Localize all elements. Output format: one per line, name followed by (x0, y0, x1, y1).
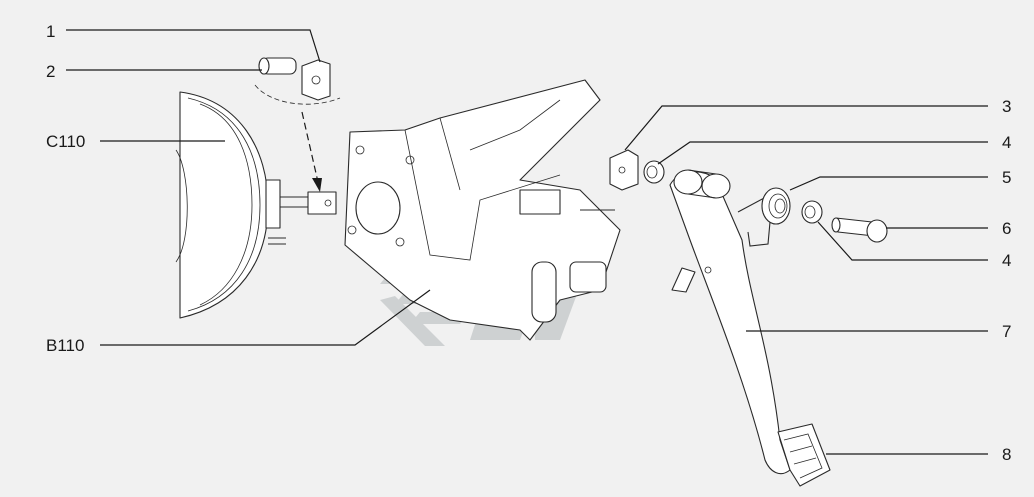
leader-5 (789, 176, 988, 191)
pedal-clip (609, 149, 639, 191)
label-1: 1 (46, 22, 55, 41)
retaining-clip (301, 59, 331, 101)
label-b110: B110 (46, 336, 84, 355)
label-4-lower: 4 (1002, 251, 1011, 270)
leader-1 (66, 29, 321, 63)
label-2: 2 (46, 62, 55, 81)
pivot-pin (831, 217, 888, 243)
leader-4b (817, 221, 988, 261)
assembly-arrow-line (301, 111, 319, 183)
clevis-pin (258, 57, 297, 75)
bushing-lower (801, 200, 823, 224)
leader-3 (624, 105, 988, 151)
assembly-arc (254, 84, 341, 105)
bushing-upper (643, 160, 665, 184)
label-5: 5 (1002, 168, 1011, 187)
assembly-arrow-head (312, 178, 322, 192)
label-c110: C110 (46, 132, 85, 151)
label-3: 3 (1002, 97, 1011, 116)
leader-4a (657, 141, 988, 165)
brake-booster (175, 91, 337, 319)
leader-lines (66, 29, 988, 455)
label-7: 7 (1002, 322, 1011, 341)
label-6: 6 (1002, 219, 1011, 238)
leader-b110 (100, 289, 431, 346)
return-spring (737, 187, 791, 247)
pedal-pad (777, 423, 831, 487)
pedal-arm (669, 169, 791, 475)
pedal-bracket (344, 79, 621, 341)
label-8: 8 (1002, 445, 1011, 464)
label-4-upper: 4 (1002, 133, 1011, 152)
